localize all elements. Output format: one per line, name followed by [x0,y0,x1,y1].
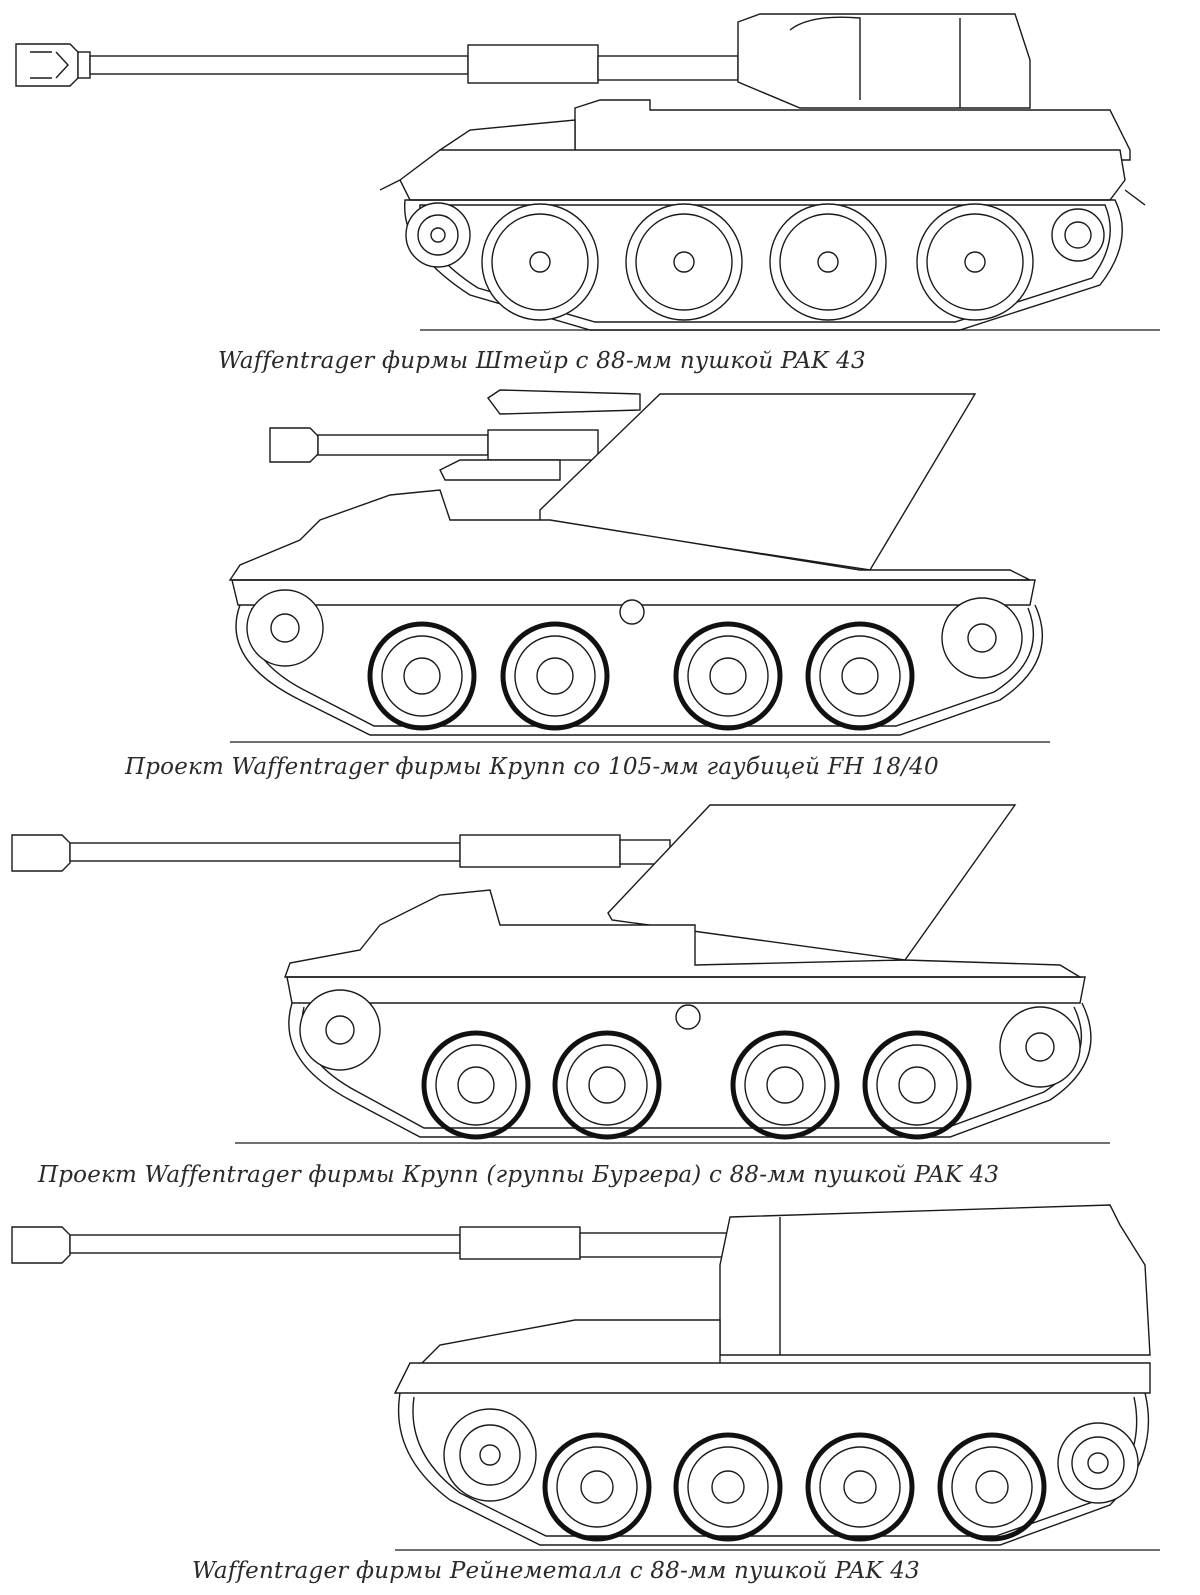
rheinmetall-vehicle-drawing [11,1204,1160,1551]
rheinmetall-sprocket [443,1408,537,1502]
krupp-burger-hull [284,889,1083,978]
rheinmetall-track [397,1392,1150,1546]
krupp-burger-vehicle-drawing [11,804,1110,1144]
steyr-superstructure [428,13,1131,173]
krupp-105-vehicle-drawing [228,389,1050,743]
caption-krupp-105: Проект Waffentrager фирмы Крупп со 105-м… [125,754,939,780]
krupp-105-idler [941,597,1023,679]
rheinmetall-road-wheels [542,1432,1047,1542]
krupp-105-road-wheels [367,621,915,731]
drawing-rheinmetall: Waffentrager фирмы Рейнеметалл с 88-мм п… [0,1204,1200,1595]
krupp-burger-track [288,1002,1092,1138]
steyr-vehicle-drawing [15,13,1160,331]
steyr-road-wheels [481,203,1034,321]
krupp-105-sprocket [246,589,324,667]
caption-steyr: Waffentrager фирмы Штейр с 88-мм пушкой … [218,348,866,374]
rheinmetall-idler [1057,1422,1139,1504]
caption-krupp-burger: Проект Waffentrager фирмы Крупп (группы … [38,1162,1000,1188]
krupp-105-gun [269,389,641,481]
krupp-burger-sprocket [299,989,381,1071]
rheinmetall-gun [11,1226,731,1264]
rheinmetall-superstructure [719,1204,1151,1356]
krupp-burger-road-wheels [421,1030,972,1140]
krupp-105-shield [539,393,977,571]
caption-rheinmetall: Waffentrager фирмы Рейнеметалл с 88-мм п… [192,1558,920,1584]
krupp-burger-gun [11,834,671,872]
krupp-burger-shield [607,804,1017,961]
steyr-sprocket [405,202,471,268]
steyr-gun [15,43,739,87]
krupp-burger-idler [999,1006,1081,1088]
krupp-105-hull [228,489,1031,581]
rheinmetall-hull [393,1362,1151,1394]
drawing-steyr: Waffentrager фирмы Штейр с 88-мм пушкой … [0,0,1200,380]
drawing-krupp-burger: Проект Waffentrager фирмы Крупп (группы … [0,785,1200,1205]
krupp-105-track [235,604,1043,736]
steyr-idler [1051,208,1105,262]
drawing-krupp-105: Проект Waffentrager фирмы Крупп со 105-м… [0,380,1200,785]
krupp-105-return-roller [619,599,645,625]
krupp-burger-return-roller [675,1004,701,1030]
steyr-hull [399,149,1126,201]
